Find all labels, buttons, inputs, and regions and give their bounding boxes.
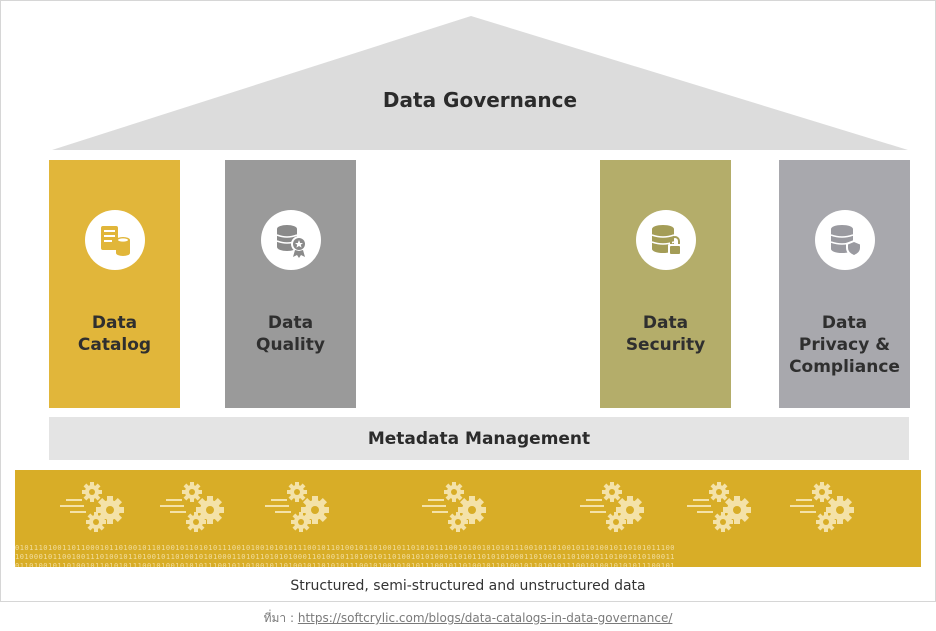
source-prefix: ที่มา :: [263, 611, 295, 625]
binary-pattern: 0101110100110110001011010010110100101101…: [15, 544, 676, 552]
catalog-icon: [85, 210, 145, 270]
pillar-data-catalog: Data Catalog: [49, 160, 180, 408]
data-foundation: 0101110100110110001011010010110100101101…: [15, 470, 921, 567]
pillar-label-privacy: Data Privacy & Compliance: [789, 313, 900, 377]
pillar-data-privacy-compliance: Data Privacy & Compliance: [779, 160, 910, 408]
diagram-title: Data Governance: [382, 88, 578, 112]
quality-badge-icon: [261, 210, 321, 270]
database-shield-icon: [815, 210, 875, 270]
source-link[interactable]: https://softcrylic.com/blogs/data-catalo…: [297, 611, 673, 625]
foundation-caption: Structured, semi-structured and unstruct…: [290, 578, 646, 594]
pillar-label-security: Data Security: [625, 313, 706, 355]
pillar-data-security: Data Security: [600, 160, 731, 408]
database-lock-icon: [636, 210, 696, 270]
source-credit: ที่มา : https://softcrylic.com/blogs/dat…: [0, 609, 936, 628]
pillar-data-quality: Data Quality: [225, 160, 356, 408]
pillar-label-quality: Data Quality: [256, 313, 325, 355]
pillar-label-catalog: Data Catalog: [77, 313, 152, 355]
roof: [52, 16, 908, 150]
metadata-management-base: Metadata Management: [49, 417, 909, 460]
